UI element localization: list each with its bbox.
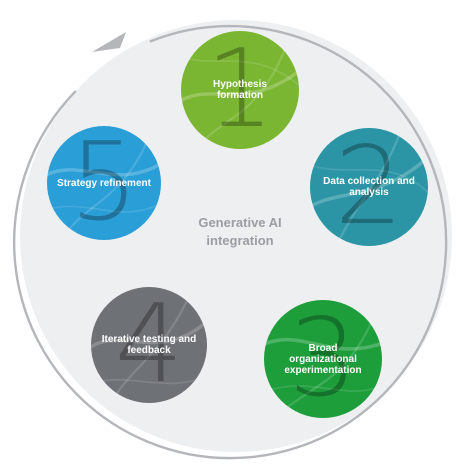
texture-pattern — [181, 31, 299, 149]
stage-3-node: 3 Broad organizational experimentation — [264, 300, 382, 418]
stage-label: Data collection and analysis — [323, 176, 415, 198]
texture-pattern — [264, 300, 382, 418]
texture-pattern — [310, 128, 428, 246]
stage-number: 1 — [205, 31, 275, 149]
stage-number: 2 — [334, 128, 404, 246]
stage-number: 5 — [69, 126, 139, 240]
stage-1-node: 1 Hypothesis formation — [181, 31, 299, 149]
cycle-arc — [12, 24, 448, 460]
stage-5-node: 5 Strategy refinement — [47, 126, 161, 240]
cycle-arrow-icon — [92, 32, 126, 52]
texture-pattern — [47, 126, 161, 240]
stage-label: Broad organizational experimentation — [284, 342, 362, 376]
stage-2-node: 2 Data collection and analysis — [310, 128, 428, 246]
stage-4-node: 4 Iterative testing and feedback — [91, 287, 207, 403]
texture-pattern — [91, 287, 207, 403]
stage-number: 3 — [288, 300, 358, 418]
center-label: Generative AI integration — [198, 215, 282, 248]
stage-label: Hypothesis formation — [213, 79, 267, 101]
stage-label: Strategy refinement — [57, 177, 151, 189]
stage-number: 4 — [114, 287, 184, 403]
stage-label: Iterative testing and feedback — [101, 334, 197, 356]
